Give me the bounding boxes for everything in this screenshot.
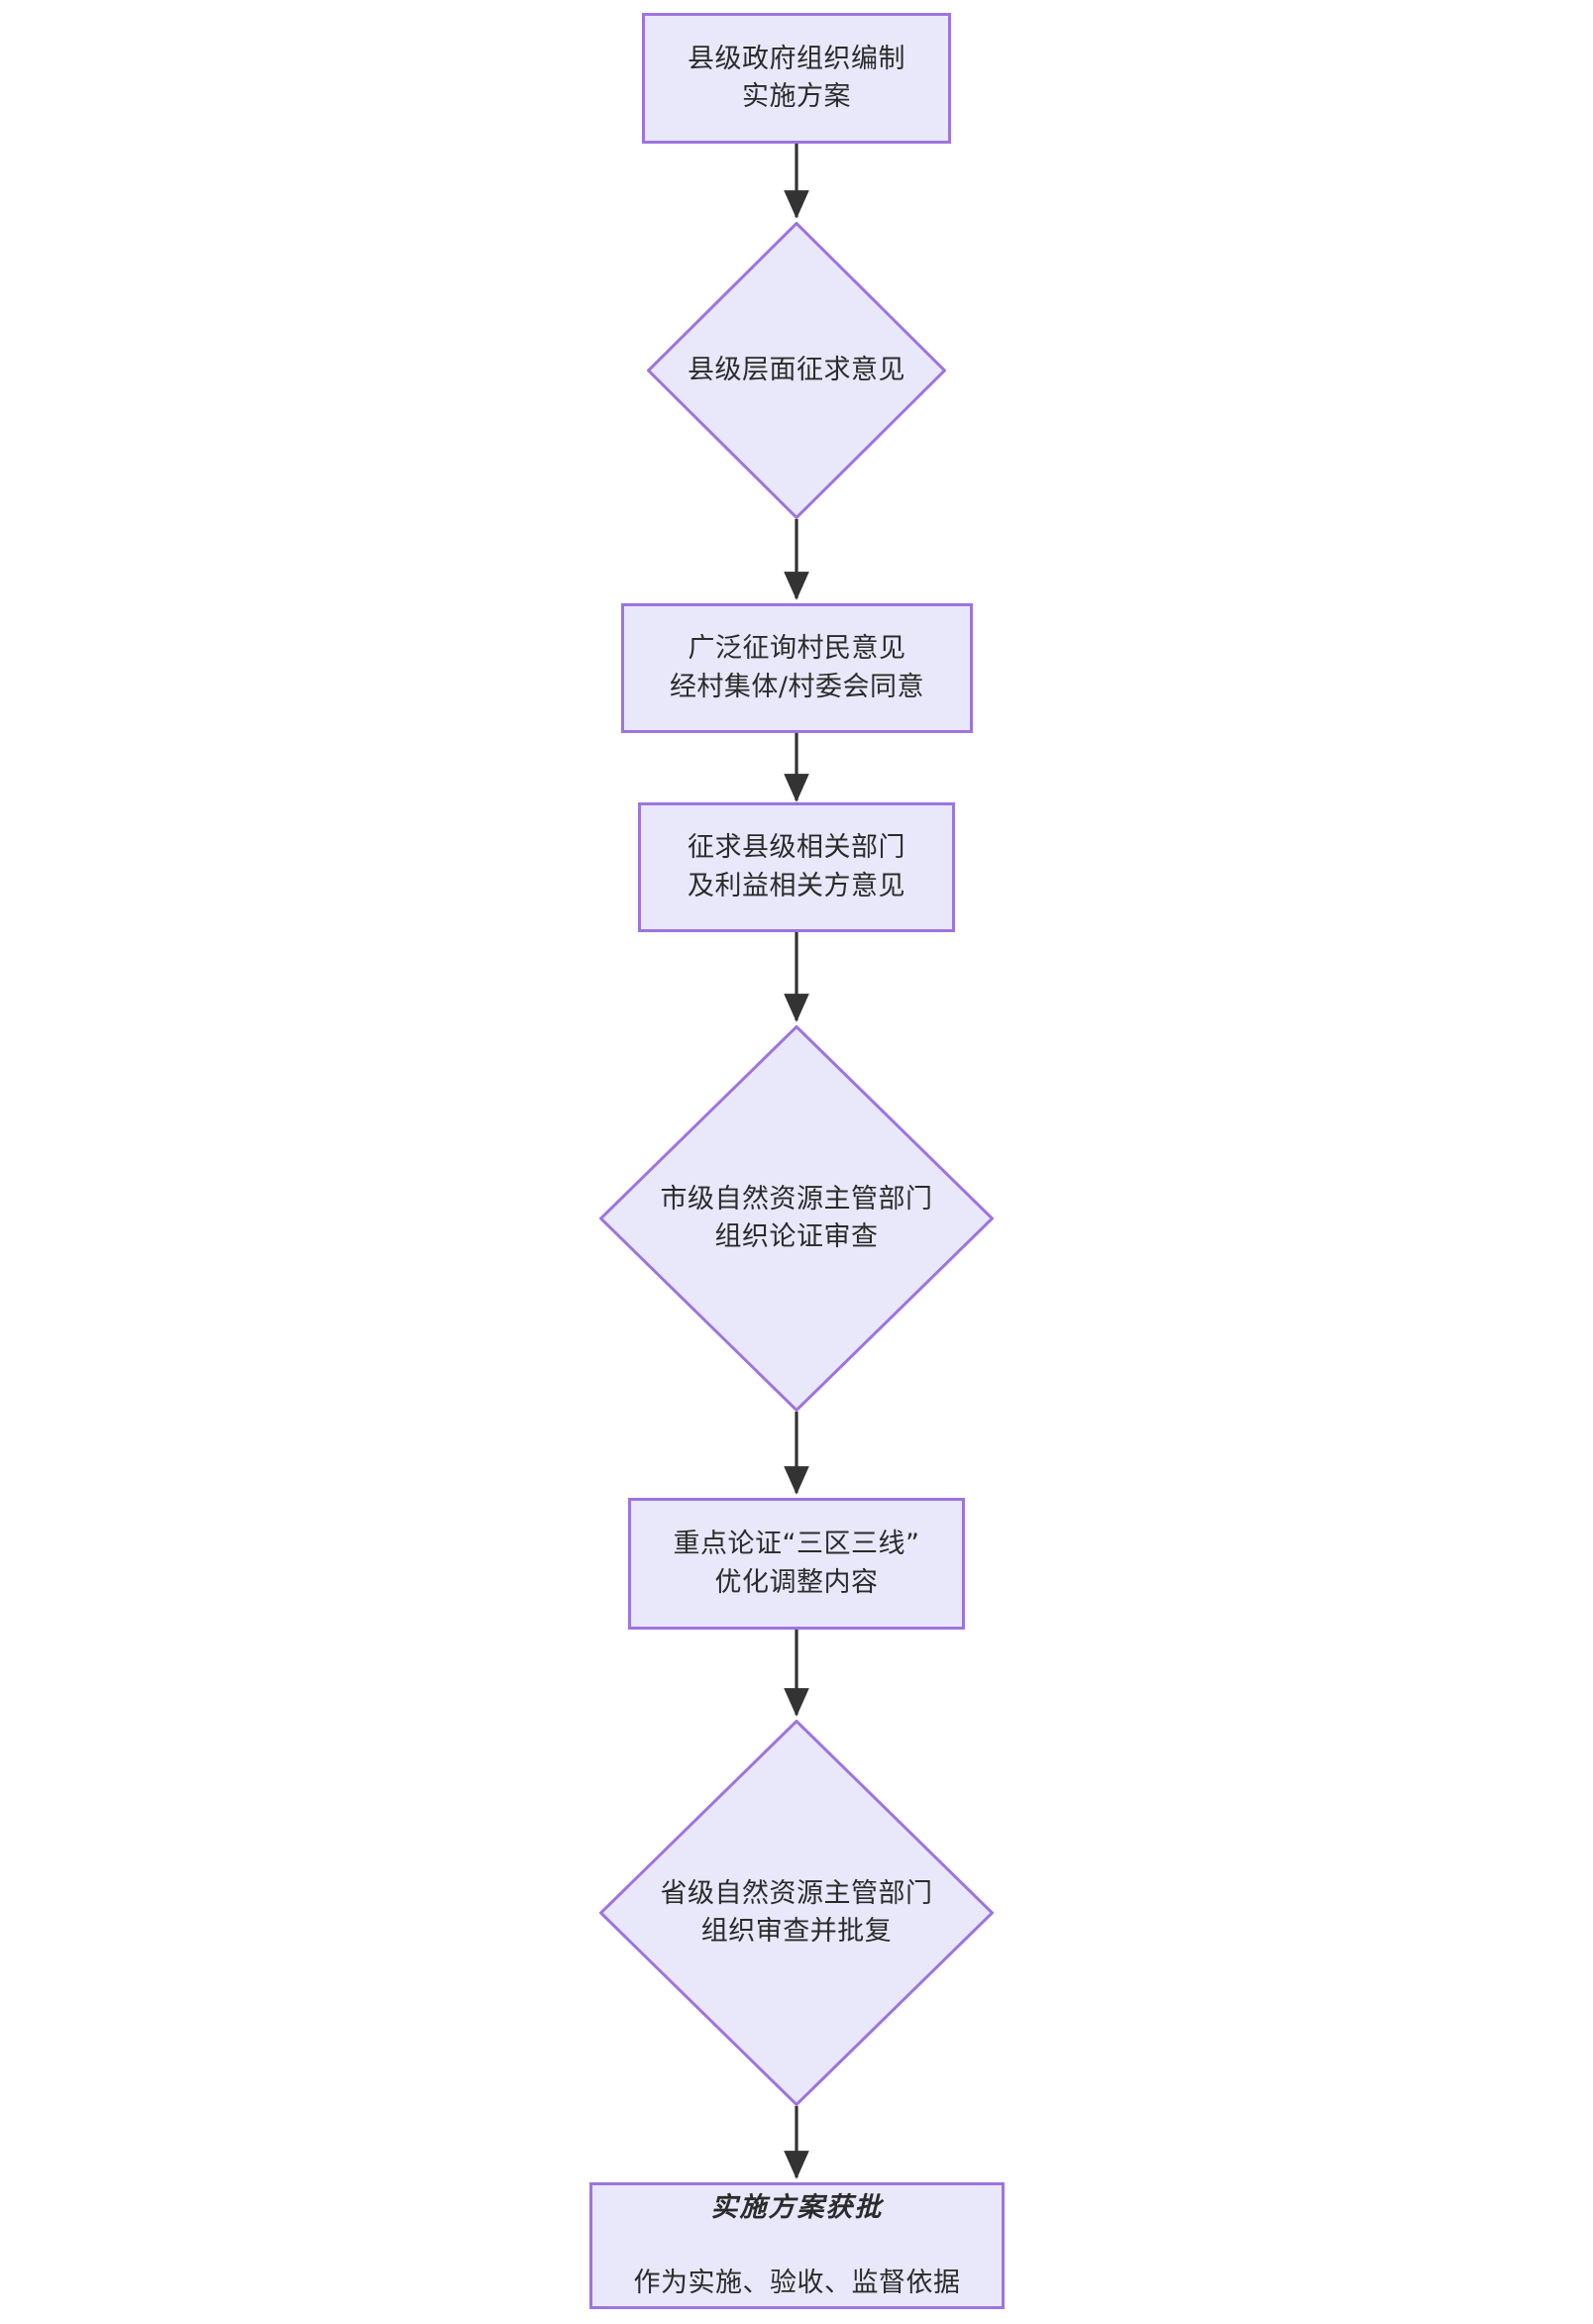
diamond-shape: [647, 222, 946, 519]
flow-node-county-departments-consultation[interactable]: 征求县级相关部门 及利益相关方意见: [638, 802, 955, 932]
flow-node-provincial-resource-approval[interactable]: 省级自然资源主管部门 组织审查并批复: [599, 1720, 994, 2106]
flow-node-three-zones-three-lines[interactable]: 重点论证“三区三线” 优化调整内容: [628, 1498, 965, 1630]
node-label: 市级自然资源主管部门 组织论证审查: [660, 1183, 933, 1252]
flow-node-plan-approved[interactable]: 实施方案获批 作为实施、验收、监督依据: [589, 2182, 1005, 2309]
flow-node-county-government-plan[interactable]: 县级政府组织编制 实施方案: [642, 13, 951, 144]
node-label: 县级层面征求意见: [688, 354, 905, 385]
diamond-shape: [599, 1720, 994, 2106]
node-label: 实施方案获批 作为实施、验收、监督依据: [624, 2151, 971, 2324]
node-label: 县级政府组织编制 实施方案: [688, 43, 905, 112]
node-label: 征求县级相关部门 及利益相关方意见: [688, 832, 905, 901]
flow-node-municipal-resource-review[interactable]: 市级自然资源主管部门 组织论证审查: [599, 1025, 994, 1412]
node-label: 重点论证“三区三线” 优化调整内容: [673, 1529, 920, 1598]
node-label: 广泛征询村民意见 经村集体/村委会同意: [669, 633, 925, 702]
flow-node-county-level-consultation[interactable]: 县级层面征求意见: [647, 222, 946, 519]
flow-node-villager-consultation[interactable]: 广泛征询村民意见 经村集体/村委会同意: [621, 603, 973, 733]
node-label-secondary: 作为实施、验收、监督依据: [633, 2268, 961, 2299]
diamond-shape: [599, 1025, 994, 1412]
node-label-emphasis: 实施方案获批: [710, 2191, 884, 2223]
node-label: 省级自然资源主管部门 组织审查并批复: [660, 1877, 933, 1947]
